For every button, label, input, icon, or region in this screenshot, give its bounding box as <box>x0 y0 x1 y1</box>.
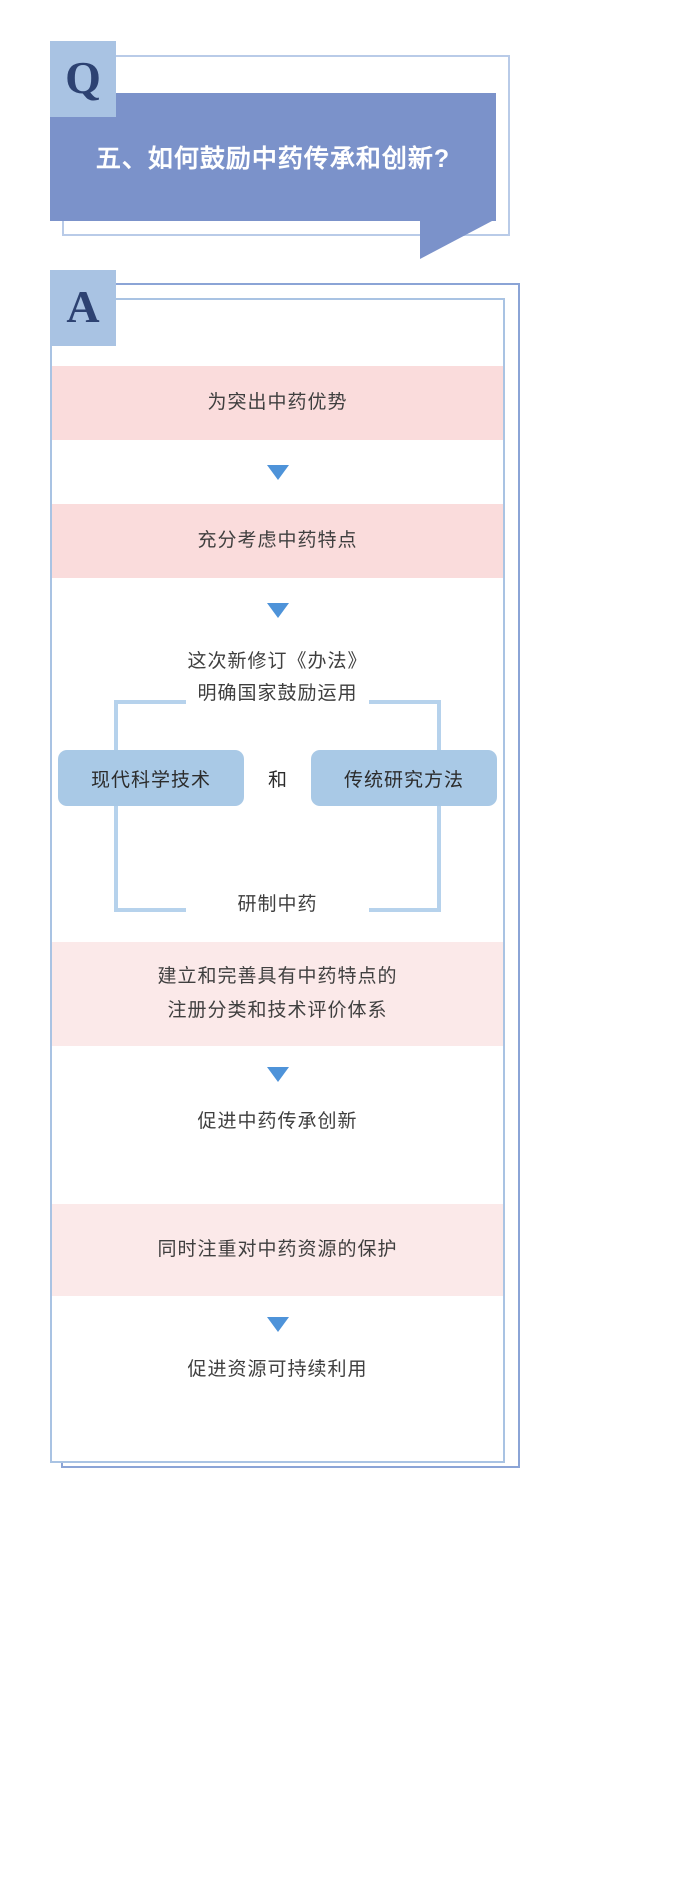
bracket-left <box>114 700 186 912</box>
flow-step-5: 同时注重对中药资源的保护 <box>52 1204 503 1296</box>
answer-badge: A <box>50 270 116 346</box>
flow-arrow-2 <box>52 578 503 642</box>
flow-step-3: 建立和完善具有中药特点的 注册分类和技术评价体系 <box>52 942 503 1046</box>
bracket-tail-text: 研制中药 <box>237 894 318 915</box>
bracket-lead-line-1: 这次新修订《办法》 <box>187 651 368 672</box>
flow-step-3-line-1: 建立和完善具有中药特点的 <box>157 966 398 987</box>
flow-arrow-4 <box>52 1296 503 1352</box>
option-pill-modern-science[interactable]: 现代科学技术 <box>58 750 244 806</box>
answer-flow: 为突出中药优势 充分考虑中药特点 这次新修订《办法》 明确国家鼓励运用 现代科学… <box>52 300 503 1404</box>
bracket-group: 这次新修订《办法》 明确国家鼓励运用 现代科学技术 和 传统研究方法 研制中药 <box>52 642 503 942</box>
question-badge: Q <box>50 41 116 117</box>
flow-step-4: 促进中药传承创新 <box>52 1102 503 1160</box>
bracket-lead-line-2: 明确国家鼓励运用 <box>197 683 358 704</box>
conjunction-label: 和 <box>267 769 287 791</box>
answer-badge-letter: A <box>66 281 100 333</box>
flow-arrow-1 <box>52 440 503 504</box>
question-badge-letter: Q <box>65 52 101 104</box>
triangle-down-icon <box>266 1066 289 1082</box>
bracket-right <box>369 700 441 912</box>
answer-block: 为突出中药优势 充分考虑中药特点 这次新修订《办法》 明确国家鼓励运用 现代科学… <box>50 270 520 1470</box>
flow-step-3-line-2: 注册分类和技术评价体系 <box>167 1000 388 1021</box>
flow-arrow-3 <box>52 1046 503 1102</box>
option-pill-traditional-research[interactable]: 传统研究方法 <box>311 750 497 806</box>
flow-spacer-top <box>52 300 503 366</box>
question-bubble-tail <box>420 221 492 259</box>
flow-step-2: 充分考虑中药特点 <box>52 504 503 578</box>
triangle-down-icon <box>266 602 289 618</box>
question-bubble <box>50 93 496 221</box>
triangle-down-icon <box>266 1316 289 1332</box>
bracket-lead-text: 这次新修订《办法》 明确国家鼓励运用 <box>52 646 503 710</box>
question-title: 五、如何鼓励中药传承和创新? <box>95 145 451 173</box>
flow-step-6: 促进资源可持续利用 <box>52 1352 503 1404</box>
triangle-down-icon <box>266 464 289 480</box>
flow-step-1: 为突出中药优势 <box>52 366 503 440</box>
question-block: 五、如何鼓励中药传承和创新? Q <box>50 41 510 259</box>
flow-spacer-mid <box>52 1160 503 1204</box>
